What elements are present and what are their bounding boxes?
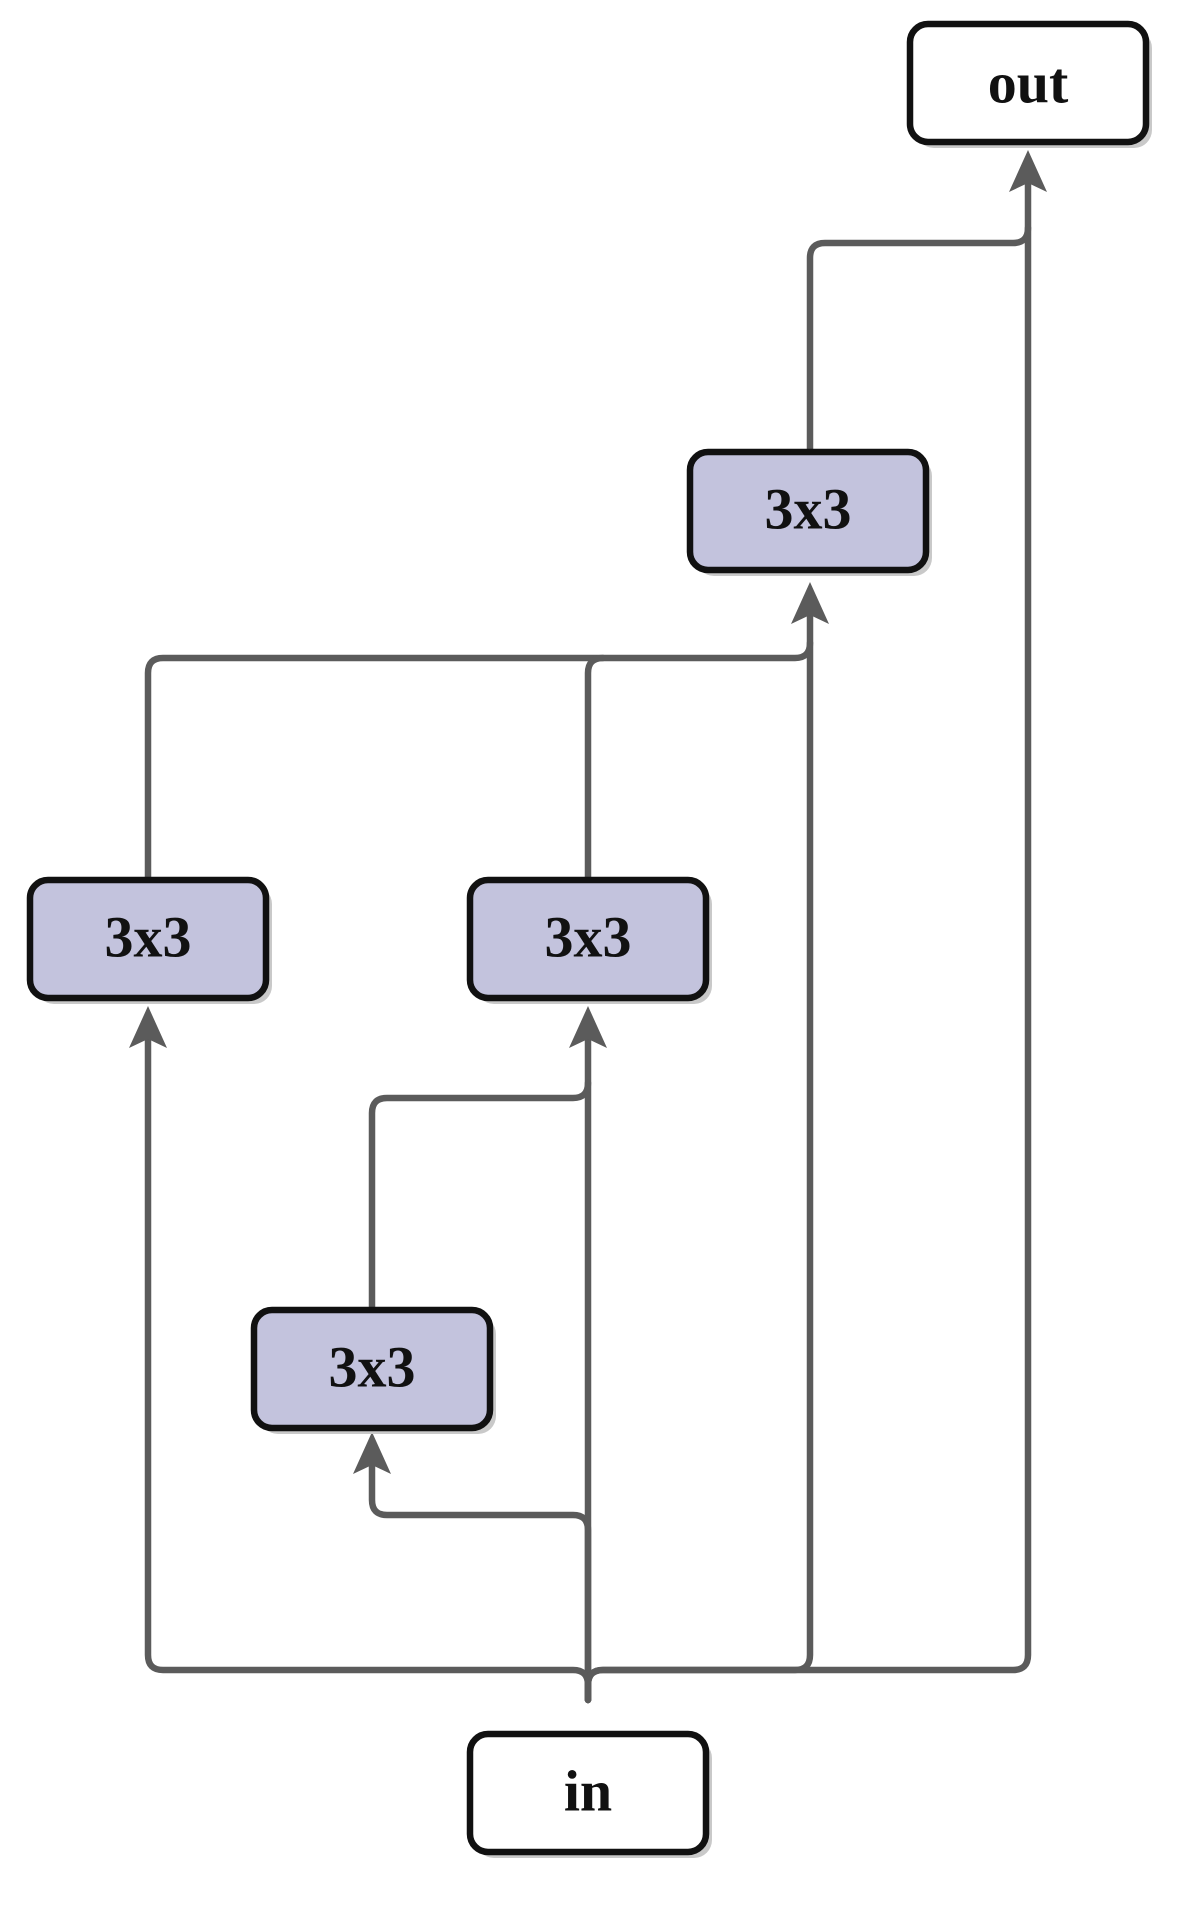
- arrowhead-conv-d: [791, 582, 829, 624]
- conv-c-label: 3x3: [105, 905, 192, 970]
- output-label: out: [988, 51, 1069, 116]
- edge-input-to-output: [584, 176, 1032, 1704]
- conv-b-box: [466, 876, 710, 1002]
- edges: [129, 150, 1047, 1704]
- conv-d-label: 3x3: [765, 477, 852, 542]
- node-input: in: [466, 1730, 712, 1858]
- edge-conv-b-to-conv-d: [584, 654, 607, 884]
- edge-conv-a-to-conv-b: [368, 1079, 592, 1314]
- edge-conv-d-to-output: [806, 224, 1032, 456]
- conv-a-label: 3x3: [329, 1335, 416, 1400]
- edge-input-to-conv-a: [368, 1458, 592, 1704]
- edge-input-to-conv-d: [584, 606, 814, 1704]
- node-output: out: [906, 20, 1152, 148]
- node-conv-a: 3x3: [250, 1306, 496, 1434]
- conv-c-box: [26, 876, 270, 1002]
- input-label: in: [564, 1759, 612, 1824]
- edge-conv-c-to-conv-d: [144, 639, 814, 884]
- conv-d-box: [686, 448, 930, 574]
- node-conv-c: 3x3: [26, 876, 272, 1004]
- arrowhead-output: [1009, 150, 1047, 192]
- input-box: [466, 1730, 710, 1856]
- node-conv-b: 3x3: [466, 876, 712, 1004]
- arrowhead-conv-b: [569, 1006, 607, 1048]
- conv-b-label: 3x3: [545, 905, 632, 970]
- node-conv-d: 3x3: [686, 448, 932, 576]
- output-box: [906, 20, 1150, 146]
- conv-a-box: [250, 1306, 494, 1432]
- arrowhead-conv-c: [129, 1006, 167, 1048]
- arrowhead-conv-a: [353, 1432, 391, 1474]
